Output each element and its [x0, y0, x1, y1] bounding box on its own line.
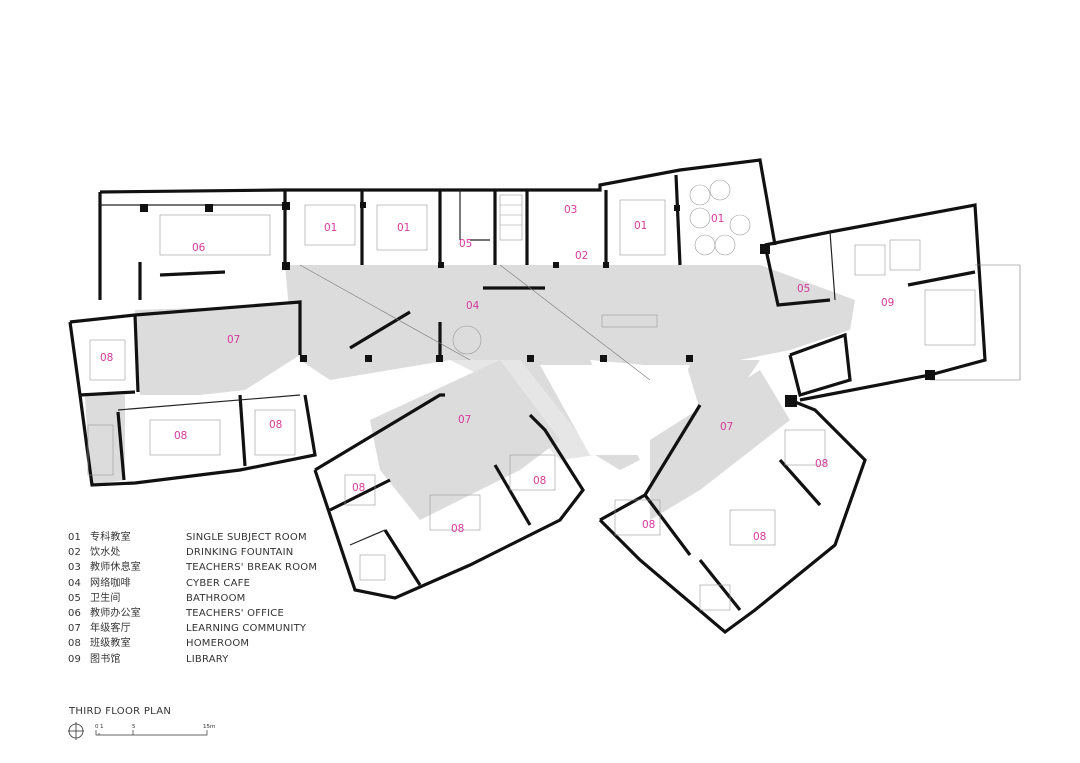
room-label-subject-room: 01	[397, 222, 410, 234]
legend-row: 06 教师办公室 TEACHERS' OFFICE	[68, 608, 284, 620]
room-label-homeroom: 08	[174, 430, 187, 442]
room-label-break-room: 03	[564, 204, 577, 216]
room-label-bathroom: 05	[459, 238, 472, 250]
room-label-homeroom: 08	[451, 523, 464, 535]
scale-tick: 15m	[203, 724, 215, 730]
room-label-homeroom: 08	[533, 475, 546, 487]
center-wing	[313, 393, 585, 600]
east-wing	[763, 203, 1021, 407]
plan-title: THIRD FLOOR PLAN	[69, 706, 172, 717]
room-label-homeroom: 08	[352, 482, 365, 494]
room-label-learning-community: 07	[720, 421, 733, 433]
legend-row: 02 饮水处 DRINKING FOUNTAIN	[68, 547, 294, 559]
scale-tick: 5	[132, 724, 136, 730]
room-label-bathroom: 05	[797, 283, 810, 295]
room-label-homeroom: 08	[753, 531, 766, 543]
legend-row: 01 专科教室 SINGLE SUBJECT ROOM	[68, 532, 307, 543]
room-label-homeroom: 08	[100, 352, 113, 364]
room-label-subject-room: 01	[634, 220, 647, 232]
legend-row: 09 图书馆 LIBRARY	[68, 653, 229, 665]
legend-row: 04 网络咖啡 CYBER CAFE	[68, 577, 251, 589]
legend-row: 03 教师休息室 TEACHERS' BREAK ROOM	[68, 562, 318, 574]
scale-bar: 0 1 5 15m	[68, 722, 215, 740]
scale-tick: 0	[95, 724, 99, 730]
room-label-learning-community: 07	[458, 414, 471, 426]
legend-row: 05 卫生间 BATHROOM	[68, 592, 246, 604]
room-label-learning-community: 07	[227, 334, 240, 346]
cyber-cafe	[299, 264, 693, 381]
west-wing	[68, 300, 317, 487]
room-label-subject-room: 01	[324, 222, 337, 234]
room-label-library: 09	[881, 297, 894, 309]
room-label-cyber-cafe: 04	[466, 300, 480, 312]
room-label-teachers-office: 06	[192, 242, 206, 254]
room-label-subject-room: 01	[711, 213, 724, 225]
room-label-homeroom: 08	[815, 458, 828, 470]
legend: 01 专科教室 SINGLE SUBJECT ROOM 02 饮水处 DRINK…	[68, 530, 317, 667]
east-community-wing	[598, 398, 867, 635]
scale-tick: 1	[100, 724, 104, 730]
circulation-areas	[85, 265, 855, 520]
north-wing	[98, 158, 777, 300]
room-label-drinking-fountain: 02	[575, 250, 588, 262]
legend-row: 08 班级教室 HOMEROOM	[68, 638, 250, 650]
room-labels: 06 01 01 05 03 02 01 01 05 09 04 07 08 0…	[100, 204, 894, 543]
room-label-homeroom: 08	[642, 519, 655, 531]
room-label-homeroom: 08	[269, 419, 282, 431]
north-compass-icon	[68, 722, 84, 740]
legend-row: 07 年级客厅 LEARNING COMMUNITY	[68, 623, 307, 635]
